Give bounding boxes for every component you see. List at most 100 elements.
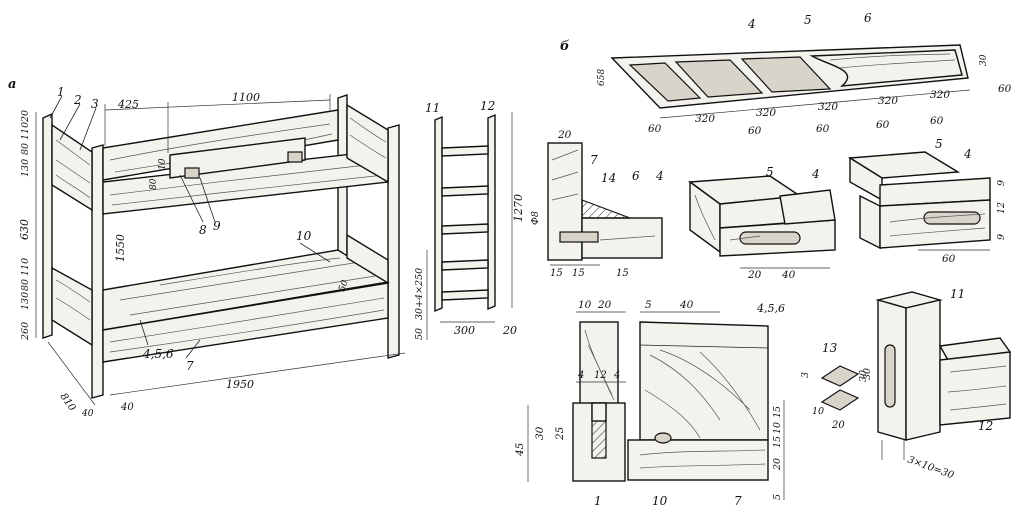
dim-label: 320 xyxy=(756,107,776,119)
ladder-view: 11 12 1270 30+4×250 50 300 20 xyxy=(414,99,525,340)
part-label: 13 xyxy=(822,341,838,355)
part-label: 1 xyxy=(594,494,602,508)
dim-label: 5 xyxy=(772,494,783,500)
dim-label: 10 xyxy=(772,422,783,434)
dim-label: 130 xyxy=(20,159,31,177)
frame-panel xyxy=(809,49,963,87)
dim-label: 20 xyxy=(747,269,762,281)
dim-label: 20 xyxy=(597,299,612,311)
upper-side-right xyxy=(346,103,389,184)
view-label-b: б xyxy=(560,39,570,54)
dim-label: 30 xyxy=(979,54,989,66)
lower-front-rail xyxy=(102,282,389,363)
dim-label: 9 xyxy=(996,234,1007,240)
lower-side-right xyxy=(346,233,389,285)
dim-label: 40 xyxy=(679,299,694,311)
part-label: 5 xyxy=(766,165,774,179)
part-label: 4,5,6 xyxy=(142,347,174,361)
dim-label: 60 xyxy=(648,123,662,135)
corner-joint-detail: 20 7 14 6 4 Ф8 15 15 15 xyxy=(530,129,664,279)
dim-label: 110 xyxy=(20,258,31,276)
ladder-rung xyxy=(441,289,489,301)
part-label: 7 xyxy=(590,153,598,167)
ladder-rail-right xyxy=(487,113,496,311)
dim-label: 80 xyxy=(20,279,31,291)
upper-rear-rail xyxy=(102,109,339,181)
upper-back-board xyxy=(169,137,306,179)
dim-label: 60 xyxy=(930,115,944,127)
dim-label: 30 xyxy=(858,370,869,382)
post-front-right xyxy=(387,124,400,359)
part-label: 5 xyxy=(804,13,812,27)
dim-label: 40 xyxy=(81,409,94,419)
block-joint-1: 5 4 20 40 xyxy=(688,165,836,281)
dim-label: 1270 xyxy=(512,194,525,222)
post-joint-detail: 11 12 30 3×10=30 xyxy=(862,287,1012,482)
dim-label: 20 xyxy=(502,324,517,337)
dim-label: 80 xyxy=(20,143,31,155)
dim-label: 25 xyxy=(554,426,566,441)
dim-label: 60 xyxy=(816,123,830,135)
dim-label: 10 xyxy=(812,406,824,417)
dim-label: 5 xyxy=(645,299,652,311)
block-joint-2: 5 4 9 12 9 60 xyxy=(847,137,1007,265)
dim-label: 320 xyxy=(878,95,898,107)
dim-label: 320 xyxy=(695,113,715,125)
dim-label: 3 xyxy=(800,372,811,378)
dim-label: 60 xyxy=(942,253,956,265)
dim-label: 260 xyxy=(20,322,31,341)
part-label: 2 xyxy=(73,93,82,107)
part-label: 9 xyxy=(213,219,221,233)
dowel-detail: 13 3 30 10 20 xyxy=(800,341,869,431)
part-label: 4 xyxy=(747,17,756,31)
dim-label: 80 xyxy=(149,178,159,190)
dim-label: 40 xyxy=(120,402,134,413)
dim-label: 20 xyxy=(831,420,845,431)
dim-label: 50 xyxy=(414,328,425,340)
dim-label: 1950 xyxy=(226,378,254,391)
upper-side-left xyxy=(51,123,93,212)
dim-label: 630 xyxy=(18,219,31,240)
dim-label: 30 xyxy=(862,368,873,380)
part-label: 4 xyxy=(655,169,664,183)
part-label: 10 xyxy=(652,494,668,508)
dim-label: 3×10=30 xyxy=(906,454,956,481)
part-label: 3 xyxy=(91,97,99,111)
part-label: 14 xyxy=(601,171,616,185)
section-detail: 1 10 7 4,5,6 10 20 5 40 4 12 4 45 30 25 … xyxy=(514,299,785,508)
part-label: 7 xyxy=(734,494,742,508)
bunk-bed-view: а xyxy=(8,77,406,419)
dim-label: 1100 xyxy=(232,91,260,104)
dim-label: 20 xyxy=(20,110,31,123)
dim-label: 60 xyxy=(876,119,890,131)
part-label: 10 xyxy=(296,229,312,243)
dim-label: 110 xyxy=(20,122,31,140)
frame-view: б 4 5 6 60 320 60 320 60 320 60 320 60 3… xyxy=(560,11,1012,137)
ladder-rung xyxy=(441,259,489,271)
post-back-left xyxy=(42,112,53,339)
dim-label: 12 xyxy=(996,202,1007,214)
dim-label: 45 xyxy=(514,442,526,457)
dim-label: 10 xyxy=(158,158,168,170)
ladder-rung xyxy=(441,185,489,197)
ladder-rung xyxy=(441,145,489,157)
ladder-rung xyxy=(441,223,489,235)
dim-label: 40 xyxy=(781,269,796,281)
dim-label: 50 xyxy=(337,279,350,293)
dim-label: 1550 xyxy=(114,234,127,262)
part-label: 5 xyxy=(935,137,943,151)
dim-label: 300 xyxy=(454,324,475,337)
dim-label: Ф8 xyxy=(530,211,541,225)
dim-label: 15 xyxy=(550,268,563,279)
dim-label: 4 xyxy=(613,370,620,381)
part-label: 4 xyxy=(963,147,972,161)
post-front-left xyxy=(91,144,104,399)
dim-label: 15 xyxy=(616,268,629,279)
dim-label: 12 xyxy=(594,370,607,381)
part-label: 11 xyxy=(425,101,440,115)
part-label: 4,5,6 xyxy=(756,302,785,315)
part-label: 6 xyxy=(864,11,872,25)
dim-label: 60 xyxy=(998,83,1012,95)
part-label: 1 xyxy=(57,85,65,99)
dim-label: 15 xyxy=(572,268,585,279)
